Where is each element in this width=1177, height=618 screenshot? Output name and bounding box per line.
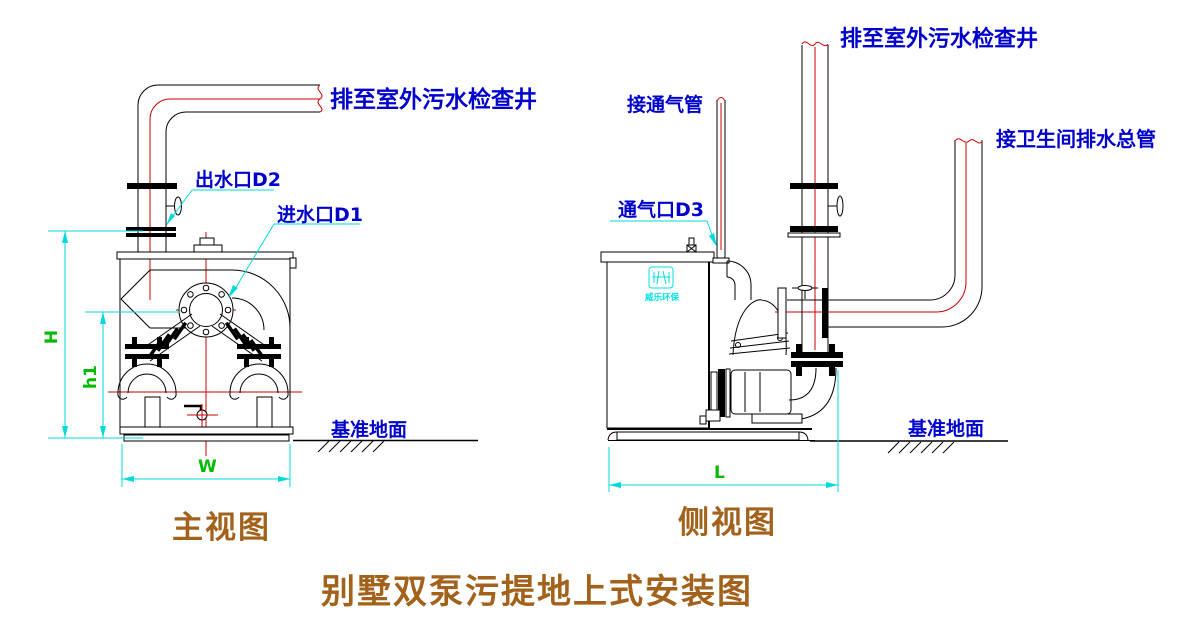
front-discharge-pipe [126, 84, 323, 252]
side-dimensions [608, 370, 839, 492]
pipe-flange [777, 287, 787, 339]
side-leaders [610, 220, 717, 247]
side-discharge-riser [787, 41, 844, 376]
pipe-flange [790, 226, 838, 232]
front-view-caption: 主视图 [172, 510, 271, 546]
front-drain-valve [184, 404, 218, 429]
side-vent-pipe [712, 97, 730, 264]
pump-support [751, 413, 803, 424]
pipe-flange [791, 361, 843, 367]
pipe-break-symbol [954, 138, 983, 144]
side-vent-pipe-label: 接通气管 [627, 93, 703, 116]
side-vent-port-label: 通气口D3 [618, 198, 704, 221]
front-ground-label: 基准地面 [330, 418, 407, 441]
dimension-W-label: W [198, 457, 217, 477]
pipe-flange [791, 352, 843, 358]
side-tank: 威乐环保 [600, 237, 715, 429]
valve-handwheel [174, 196, 182, 216]
pump-leg [256, 396, 273, 428]
side-view-drawing: 威乐环保 [600, 26, 1156, 541]
side-inlet-main-label: 接卫生间排水总管 [996, 127, 1156, 151]
pipe-flange [822, 288, 828, 338]
valve-handwheel [797, 285, 813, 291]
pipe-flange [126, 227, 176, 231]
dimension-h1-label: h1 [81, 365, 101, 389]
side-discharge-label: 排至室外污水检查井 [840, 26, 1038, 52]
side-pump-assembly [699, 260, 837, 425]
pipe-break-symbol [801, 41, 829, 47]
front-base [119, 426, 294, 442]
dimension-L-label: L [714, 463, 725, 483]
pipe-flange [127, 183, 177, 189]
brand-logo-icon [648, 266, 674, 289]
pump-body [730, 369, 792, 415]
brand-logo-text: 威乐环保 [644, 292, 680, 303]
pipe-flange [126, 233, 176, 237]
front-dimensions [48, 230, 291, 487]
front-pump-volutes [117, 363, 289, 428]
pump-leg [144, 396, 161, 428]
drawing-title: 别墅双泵污提地上式安装图 [321, 572, 753, 612]
side-centerlines [720, 47, 967, 350]
front-ground [293, 439, 478, 453]
front-tank [116, 237, 297, 427]
front-pump-valves [125, 337, 281, 367]
side-ground [810, 440, 1008, 454]
valve-handwheel [836, 195, 844, 217]
dimension-H-label: H [42, 330, 62, 344]
front-outlet-label: 出水口D2 [195, 168, 281, 191]
front-inlet-flange [178, 282, 234, 338]
side-inlet-pipe [777, 138, 983, 339]
front-discharge-label: 排至室外污水检查井 [330, 86, 537, 113]
front-leaders [166, 189, 360, 298]
pipe-flange [790, 183, 838, 189]
side-ground-label: 基准地面 [907, 417, 984, 440]
pipe-break-symbol [716, 97, 726, 102]
pipe-break-symbol [317, 84, 323, 113]
front-centerlines [108, 98, 320, 456]
side-base [607, 428, 815, 441]
front-inlet-label: 进水口D1 [277, 204, 363, 226]
front-view-drawing: 排至室外污水检查井 出水口D2 进水口D1 基准地面 H h1 W 主视图 [42, 84, 537, 546]
side-view-caption: 侧视图 [678, 505, 777, 541]
